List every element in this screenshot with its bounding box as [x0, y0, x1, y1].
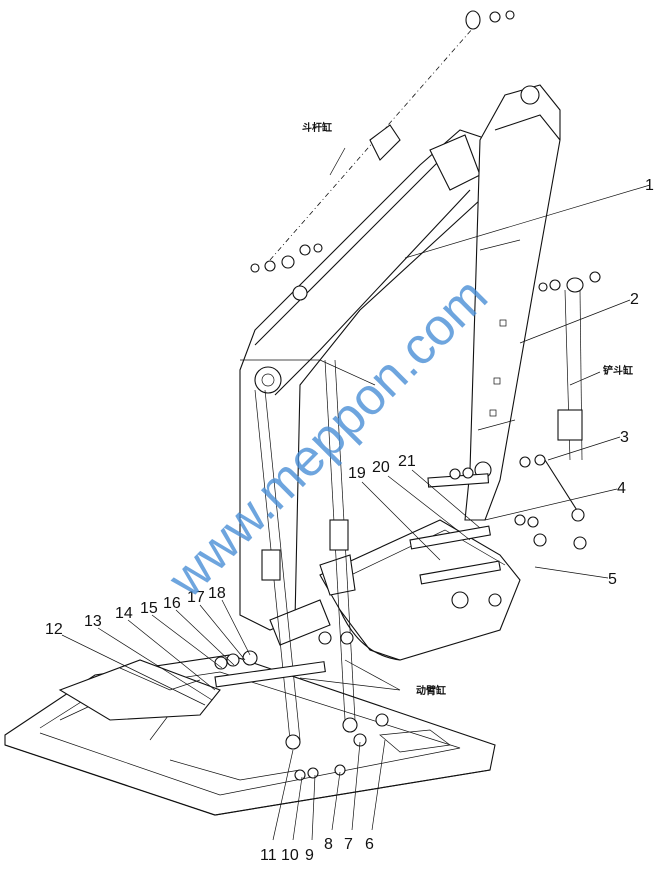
part-label-1: 1 — [645, 177, 654, 194]
boom-cylinder-label: 动臂缸 — [416, 684, 446, 697]
part-label-6: 6 — [365, 836, 374, 853]
arm-cylinder — [250, 10, 515, 273]
part-label-15: 15 — [140, 600, 158, 617]
arm-cylinder-label: 斗杆缸 — [302, 121, 332, 134]
part-label-7: 7 — [344, 836, 353, 853]
part-label-16: 16 — [163, 595, 181, 612]
part-label-21: 21 — [398, 453, 416, 470]
part-label-9: 9 — [305, 847, 314, 864]
part-label-19: 19 — [348, 465, 366, 482]
part-label-12: 12 — [45, 621, 63, 638]
part-label-13: 13 — [84, 613, 102, 630]
part-label-8: 8 — [324, 836, 333, 853]
base-frame — [4, 654, 496, 816]
part-label-17: 17 — [187, 589, 205, 606]
part-label-2: 2 — [630, 291, 639, 308]
part-label-18: 18 — [208, 585, 226, 602]
part-label-3: 3 — [620, 429, 629, 446]
bucket-cylinder — [519, 271, 601, 547]
pins — [214, 467, 587, 781]
leader-lines — [61, 147, 651, 841]
part-label-11: 11 — [260, 847, 277, 864]
bucket — [319, 519, 521, 661]
part-label-20: 20 — [372, 459, 390, 476]
part-labels: 1 2 3 4 5 6 7 8 9 10 11 12 13 14 15 16 1… — [45, 121, 654, 864]
boom-cylinders — [254, 359, 358, 750]
part-label-4: 4 — [617, 480, 626, 497]
bucket-cylinder-label: 铲斗缸 — [603, 364, 633, 377]
part-label-14: 14 — [115, 605, 133, 622]
part-label-10: 10 — [281, 847, 299, 864]
part-label-5: 5 — [608, 571, 617, 588]
